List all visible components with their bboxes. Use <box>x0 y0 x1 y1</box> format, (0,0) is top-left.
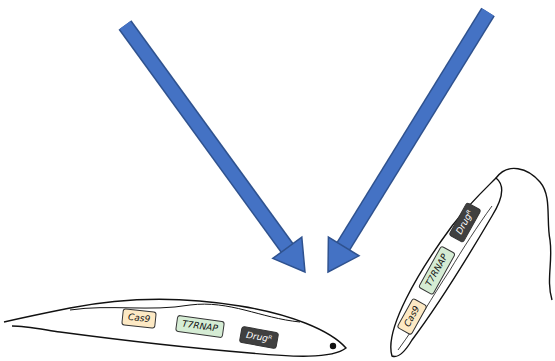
gene-box: T7RNAP <box>418 245 456 295</box>
cell-outline <box>391 168 552 356</box>
gene-label: Drugᴿ <box>454 208 475 236</box>
pointer-arrow <box>328 12 488 272</box>
gene-label: T7RNAP <box>182 319 219 334</box>
gene-box: Drugᴿ <box>448 202 481 243</box>
pointer-arrow <box>125 25 305 272</box>
gene-box: T7RNAP <box>175 315 225 338</box>
cell-outline <box>4 299 346 356</box>
gene-label: T7RNAP <box>423 252 449 288</box>
gene-box: Cas9 <box>121 308 157 328</box>
gene-label: Cas9 <box>128 312 151 324</box>
gene-label: Cas9 <box>402 304 422 328</box>
gene-label: Drugᴿ <box>245 330 272 344</box>
gene-box: Cas9 <box>396 297 427 335</box>
gene-box: Drugᴿ <box>239 326 279 349</box>
